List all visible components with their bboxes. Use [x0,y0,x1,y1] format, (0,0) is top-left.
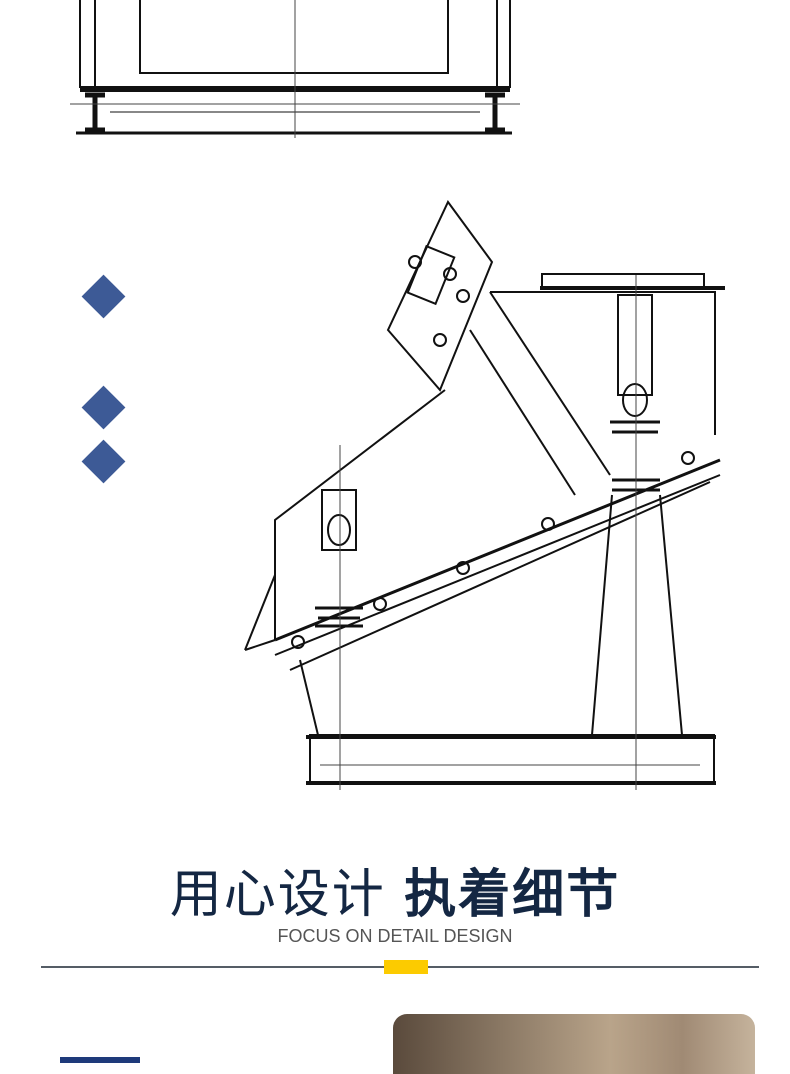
front-view-drawing [70,0,520,138]
product-detail-photo [393,1014,755,1074]
title-thin: 用心设计 [169,865,386,925]
side-view-drawing [244,200,725,790]
section-subtitle: FOCUS ON DETAIL DESIGN [277,926,513,946]
title-bold: 执着细节 [404,865,621,925]
divider-accent [384,960,428,974]
blue-accent-bar [60,1057,140,1063]
section-title: 用心设计 执着细节 [0,852,790,927]
